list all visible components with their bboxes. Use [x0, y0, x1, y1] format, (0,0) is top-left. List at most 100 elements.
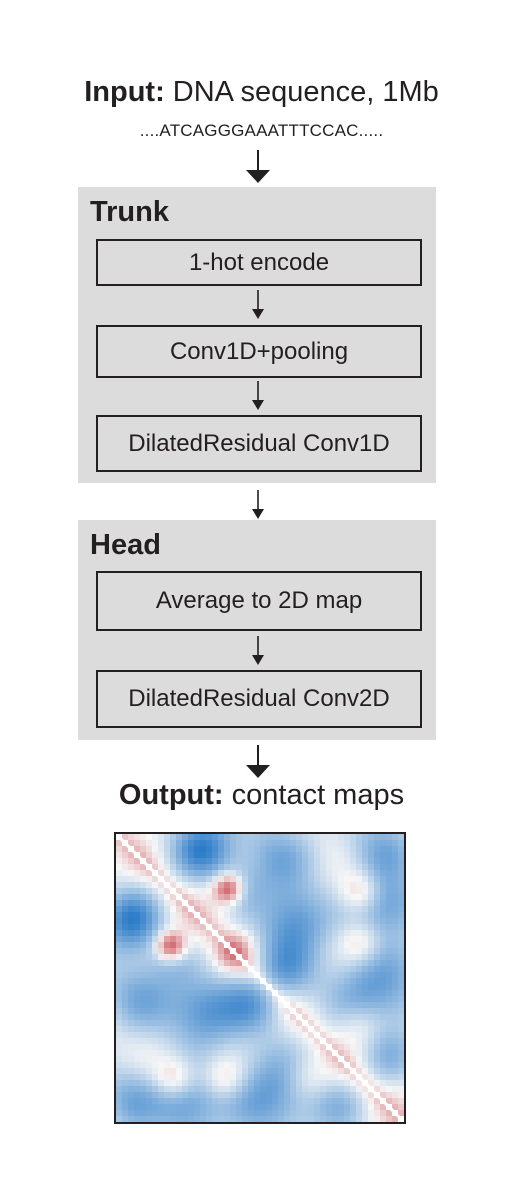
heatmap-cell [386, 954, 393, 961]
heatmap-cell [194, 1002, 201, 1009]
heatmap-cell [392, 936, 399, 943]
heatmap-cell [272, 1056, 279, 1063]
heatmap-cell [272, 1014, 279, 1021]
heatmap-cell [284, 846, 291, 853]
heatmap-cell [176, 990, 183, 997]
heatmap-cell [398, 978, 404, 985]
heatmap-cell [380, 846, 387, 853]
heatmap-cell [344, 990, 351, 997]
heatmap-cell [146, 1116, 153, 1122]
heatmap-cell [248, 1026, 255, 1033]
heatmap-cell [338, 1038, 345, 1045]
heatmap-cell [344, 912, 351, 919]
heatmap-cell [248, 1044, 255, 1051]
heatmap-cell [188, 1056, 195, 1063]
heatmap-cell [212, 1002, 219, 1009]
heatmap-cell [212, 1068, 219, 1075]
heatmap-cell [278, 990, 285, 997]
heatmap-cell [140, 1098, 147, 1105]
heatmap-cell [122, 912, 129, 919]
heatmap-cell [200, 954, 207, 961]
heatmap-cell [278, 882, 285, 889]
heatmap-cell [182, 1056, 189, 1063]
heatmap-cell [260, 984, 267, 991]
heatmap-cell [164, 1032, 171, 1039]
heatmap-cell [128, 894, 135, 901]
heatmap-cell [290, 906, 297, 913]
heatmap-cell [398, 900, 404, 907]
step-dilated-residual-conv1d: DilatedResidual Conv1D [96, 415, 422, 472]
heatmap-cell [332, 1014, 339, 1021]
heatmap-cell [128, 912, 135, 919]
heatmap-cell [188, 1080, 195, 1087]
heatmap-cell [134, 906, 141, 913]
heatmap-cell [290, 852, 297, 859]
heatmap-cell [362, 984, 369, 991]
heatmap-cell [170, 924, 177, 931]
heatmap-cell [116, 930, 123, 937]
heatmap-cell [314, 996, 321, 1003]
heatmap-cell [140, 996, 147, 1003]
heatmap-cell [380, 978, 387, 985]
heatmap-cell [212, 894, 219, 901]
heatmap-cell [356, 846, 363, 853]
heatmap-cell [278, 942, 285, 949]
heatmap-cell [290, 912, 297, 919]
heatmap-cell [260, 852, 267, 859]
heatmap-cell [182, 1050, 189, 1057]
heatmap-cell [338, 960, 345, 967]
heatmap-cell [266, 942, 273, 949]
heatmap-cell [320, 1086, 327, 1093]
heatmap-cell [134, 870, 141, 877]
heatmap-cell [398, 1104, 404, 1111]
heatmap-cell [272, 948, 279, 955]
heatmap-cell [386, 864, 393, 871]
heatmap-cell [182, 1098, 189, 1105]
heatmap-cell [302, 864, 309, 871]
heatmap-cell [134, 948, 141, 955]
heatmap-cell [152, 840, 159, 847]
heatmap-cell [182, 960, 189, 967]
heatmap-cell [182, 1104, 189, 1111]
heatmap-cell [152, 846, 159, 853]
heatmap-cell [380, 906, 387, 913]
heatmap-cell [146, 1026, 153, 1033]
heatmap-cell [368, 876, 375, 883]
heatmap-cell [152, 1008, 159, 1015]
heatmap-cell [146, 840, 153, 847]
heatmap-cell [116, 882, 123, 889]
heatmap-cell [230, 1032, 237, 1039]
heatmap-cell [116, 1116, 123, 1122]
heatmap-cell [332, 984, 339, 991]
heatmap-cell [302, 1038, 309, 1045]
heatmap-cell [128, 924, 135, 931]
heatmap-cell [266, 1044, 273, 1051]
heatmap-cell [278, 1062, 285, 1069]
heatmap-cell [332, 1092, 339, 1099]
heatmap-cell [194, 936, 201, 943]
heatmap-cell [254, 960, 261, 967]
heatmap-cell [374, 1032, 381, 1039]
heatmap-cell [182, 834, 189, 841]
heatmap-cell [272, 966, 279, 973]
heatmap-cell [362, 1038, 369, 1045]
heatmap-cell [188, 1098, 195, 1105]
heatmap-cell [152, 906, 159, 913]
heatmap-cell [212, 1098, 219, 1105]
heatmap-cell [326, 996, 333, 1003]
heatmap-cell [140, 984, 147, 991]
heatmap-cell [284, 984, 291, 991]
heatmap-cell [242, 948, 249, 955]
heatmap-cell [134, 882, 141, 889]
heatmap-cell [344, 882, 351, 889]
heatmap-cell [386, 1002, 393, 1009]
heatmap-cell [248, 1056, 255, 1063]
heatmap-cell [158, 1104, 165, 1111]
heatmap-cell [146, 948, 153, 955]
heatmap-cell [224, 1044, 231, 1051]
heatmap-cell [380, 882, 387, 889]
heatmap-cell [296, 1074, 303, 1081]
heatmap-cell [308, 888, 315, 895]
heatmap-cell [164, 996, 171, 1003]
heatmap-cell [272, 846, 279, 853]
